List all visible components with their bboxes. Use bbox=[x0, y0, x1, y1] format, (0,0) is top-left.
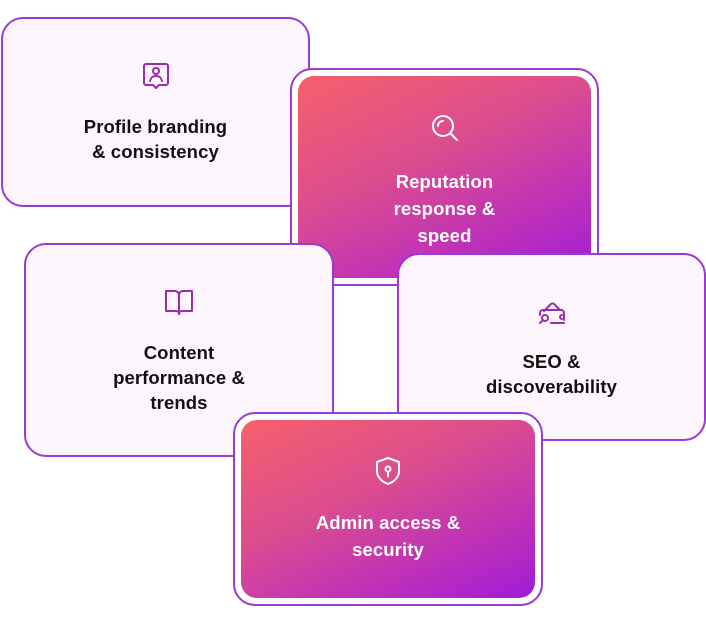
title-line: security bbox=[352, 539, 424, 560]
card-title: SEO & discoverability bbox=[486, 349, 617, 399]
title-line: speed bbox=[417, 224, 472, 246]
title-line: & consistency bbox=[92, 141, 219, 162]
title-line: performance & bbox=[113, 366, 245, 388]
title-line: Profile branding bbox=[83, 116, 228, 137]
card-title: Admin access & security bbox=[316, 509, 460, 563]
title-line: Admin access & bbox=[315, 512, 461, 533]
card-reputation-response: Reputation response & speed bbox=[290, 68, 599, 286]
open-book-icon bbox=[165, 289, 193, 315]
shield-lock-icon bbox=[376, 457, 400, 485]
card-gradient-panel: Reputation response & speed bbox=[298, 76, 591, 278]
card-profile-branding: Profile branding & consistency bbox=[1, 17, 310, 207]
discover-icon bbox=[538, 302, 565, 324]
card-title: Profile branding & consistency bbox=[84, 114, 227, 164]
card-seo-discoverability: SEO & discoverability bbox=[397, 253, 706, 441]
title-line: response & bbox=[393, 197, 496, 219]
card-title: Content performance & trends bbox=[113, 340, 245, 415]
card-content-performance: Content performance & trends bbox=[24, 243, 334, 457]
title-line: SEO & bbox=[522, 351, 581, 372]
card-title: Reputation response & speed bbox=[394, 168, 496, 249]
card-admin-access: Admin access & security bbox=[233, 412, 543, 606]
card-gradient-panel: Admin access & security bbox=[241, 420, 535, 598]
profile-badge-icon bbox=[142, 63, 169, 89]
title-line: Content bbox=[143, 341, 215, 363]
title-line: discoverability bbox=[485, 376, 618, 397]
title-line: Reputation bbox=[395, 170, 494, 192]
search-icon bbox=[431, 114, 458, 141]
title-line: trends bbox=[150, 391, 208, 413]
